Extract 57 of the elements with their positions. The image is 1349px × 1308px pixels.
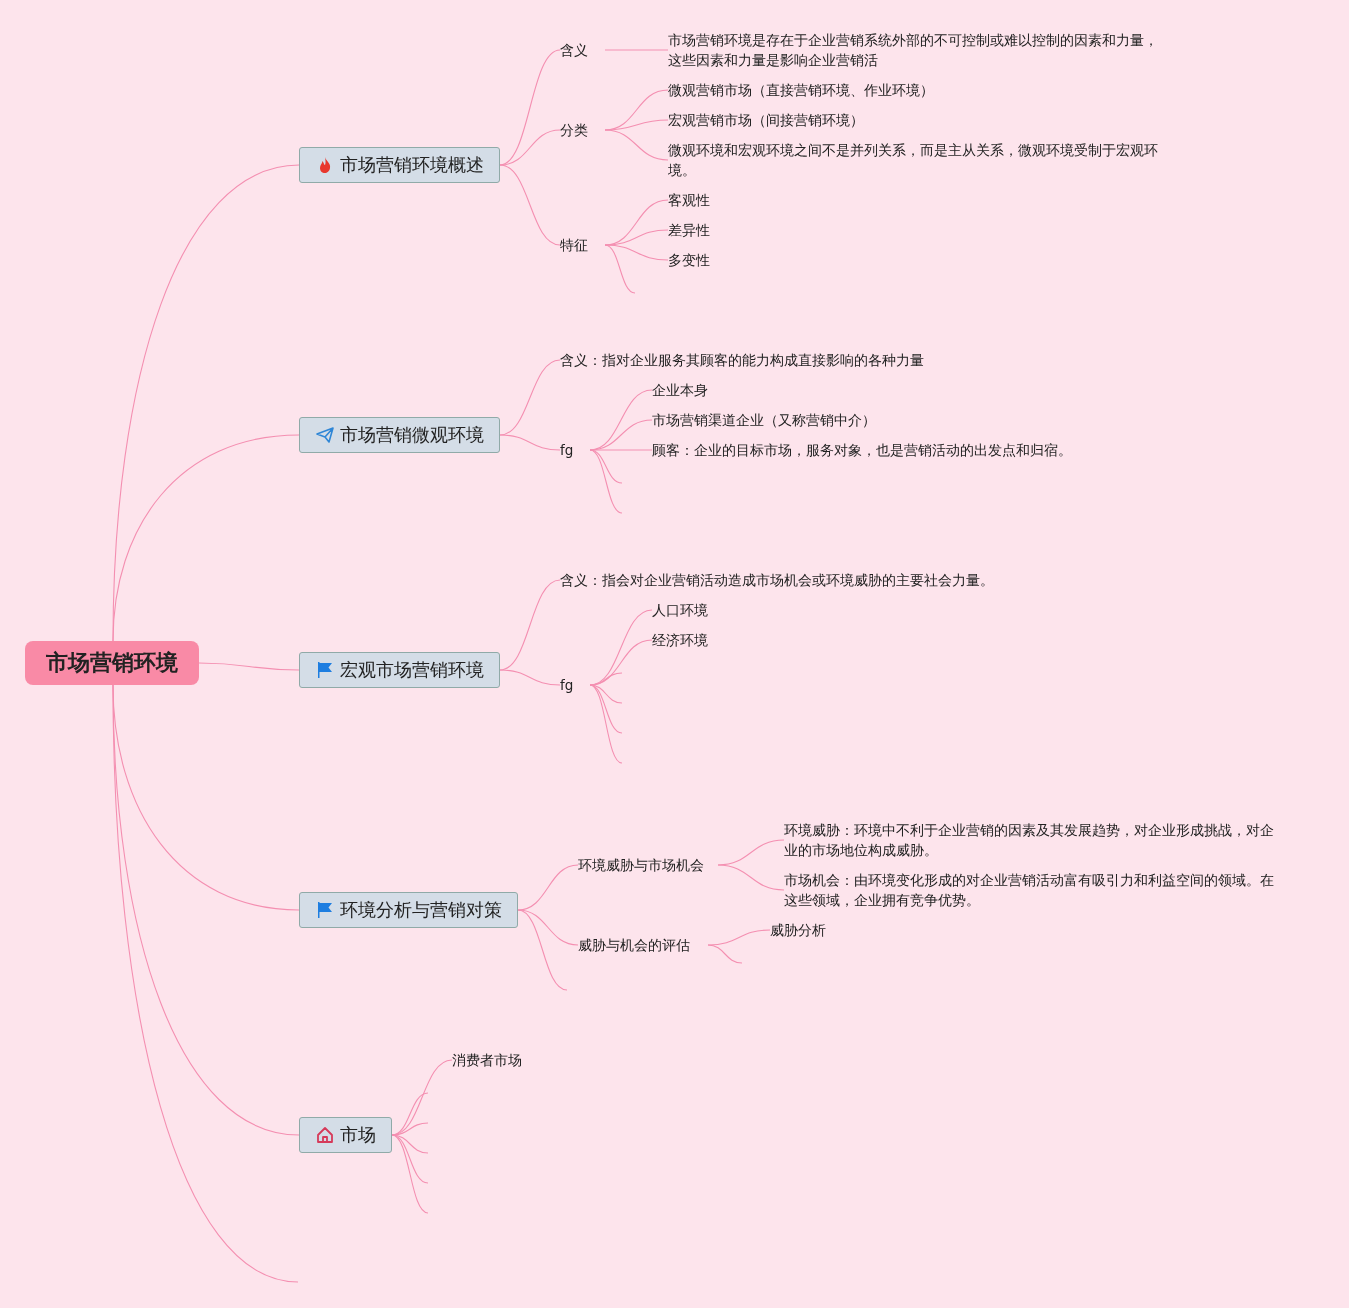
branch-label: 顾客：企业的目标市场，服务对象，也是营销活动的出发点和归宿。 xyxy=(652,440,1082,460)
topic-label: 市场 xyxy=(339,1123,376,1147)
branch-label: 分类 xyxy=(560,120,605,140)
branch-line xyxy=(589,672,623,686)
branch-label: 微观环境和宏观环境之间不是并列关系，而是主从关系，微观环境受制于宏观环境。 xyxy=(668,140,1168,180)
branch-line xyxy=(707,929,771,946)
topic-label: 市场营销环境概述 xyxy=(339,153,484,177)
branch-line xyxy=(112,434,300,642)
branch-label: 市场机会：由环境变化形成的对企业营销活动富有吸引力和利益空间的领域。在这些领域，企业拥有竞争优势。 xyxy=(784,870,1284,910)
branch-line xyxy=(499,129,561,166)
branch-label: 市场营销渠道企业（又称营销中介） xyxy=(652,410,892,430)
branch-line xyxy=(604,244,636,294)
branch-line xyxy=(499,669,561,686)
central-topic: 市场营销环境 xyxy=(25,641,199,685)
topic-box xyxy=(299,417,500,453)
branch-line xyxy=(604,49,669,51)
branch-line xyxy=(517,864,579,911)
branch-line xyxy=(499,434,561,451)
branch-label: 微观营销市场（直接营销环境、作业环境） xyxy=(668,80,968,100)
branch-line xyxy=(517,909,579,946)
branch-label: 经济环境 xyxy=(652,630,722,650)
branch-label: 含义：指会对企业营销活动造成市场机会或环境威胁的主要社会力量。 xyxy=(560,570,1010,590)
branch-label: 多变性 xyxy=(668,250,728,270)
branch-label: 消费者市场 xyxy=(452,1050,532,1070)
branch-label: 市场营销环境是存在于企业营销系统外部的不可控制或难以控制的因素和力量，这些因素和力量是影响企业营销活 xyxy=(668,30,1168,70)
branch-line xyxy=(589,684,623,764)
branch-label: 威胁分析 xyxy=(770,920,840,940)
topic-box xyxy=(299,147,500,183)
topic-box xyxy=(299,652,500,688)
topic-label: 市场营销微观环境 xyxy=(339,423,484,447)
branch-label: 宏观营销市场（间接营销环境） xyxy=(668,110,888,130)
branch-line xyxy=(112,684,299,1283)
branch-label: 企业本身 xyxy=(652,380,732,400)
branch-line xyxy=(604,244,669,261)
branch-label: 差异性 xyxy=(668,220,728,240)
branch-line xyxy=(499,164,561,246)
branch-label: fg xyxy=(560,675,590,695)
branch-label: 含义：指对企业服务其顾客的能力构成直接影响的各种力量 xyxy=(560,350,940,370)
branch-label: 威胁与机会的评估 xyxy=(578,935,708,955)
topic-box xyxy=(299,1117,392,1153)
branch-line xyxy=(604,129,669,161)
branch-label: 环境威胁与市场机会 xyxy=(578,855,718,875)
topic-label: 宏观市场营销环境 xyxy=(339,658,484,682)
branch-label: fg xyxy=(560,440,590,460)
topic-label: 环境分析与营销对策 xyxy=(339,898,502,922)
branch-line xyxy=(391,1134,429,1214)
branch-line xyxy=(589,449,623,514)
branch-line xyxy=(707,944,743,964)
branch-line xyxy=(517,909,568,991)
branch-label: 人口环境 xyxy=(652,600,722,620)
branch-label: 客观性 xyxy=(668,190,728,210)
branch-label: 特征 xyxy=(560,235,605,255)
branch-label: 含义 xyxy=(560,40,605,60)
branch-label: 环境威胁：环境中不利于企业营销的因素及其发展趋势，对企业形成挑战，对企业的市场地位构成威胁。 xyxy=(784,820,1284,860)
branch-line xyxy=(198,662,300,671)
topic-box xyxy=(299,892,518,928)
branch-line xyxy=(717,864,785,891)
